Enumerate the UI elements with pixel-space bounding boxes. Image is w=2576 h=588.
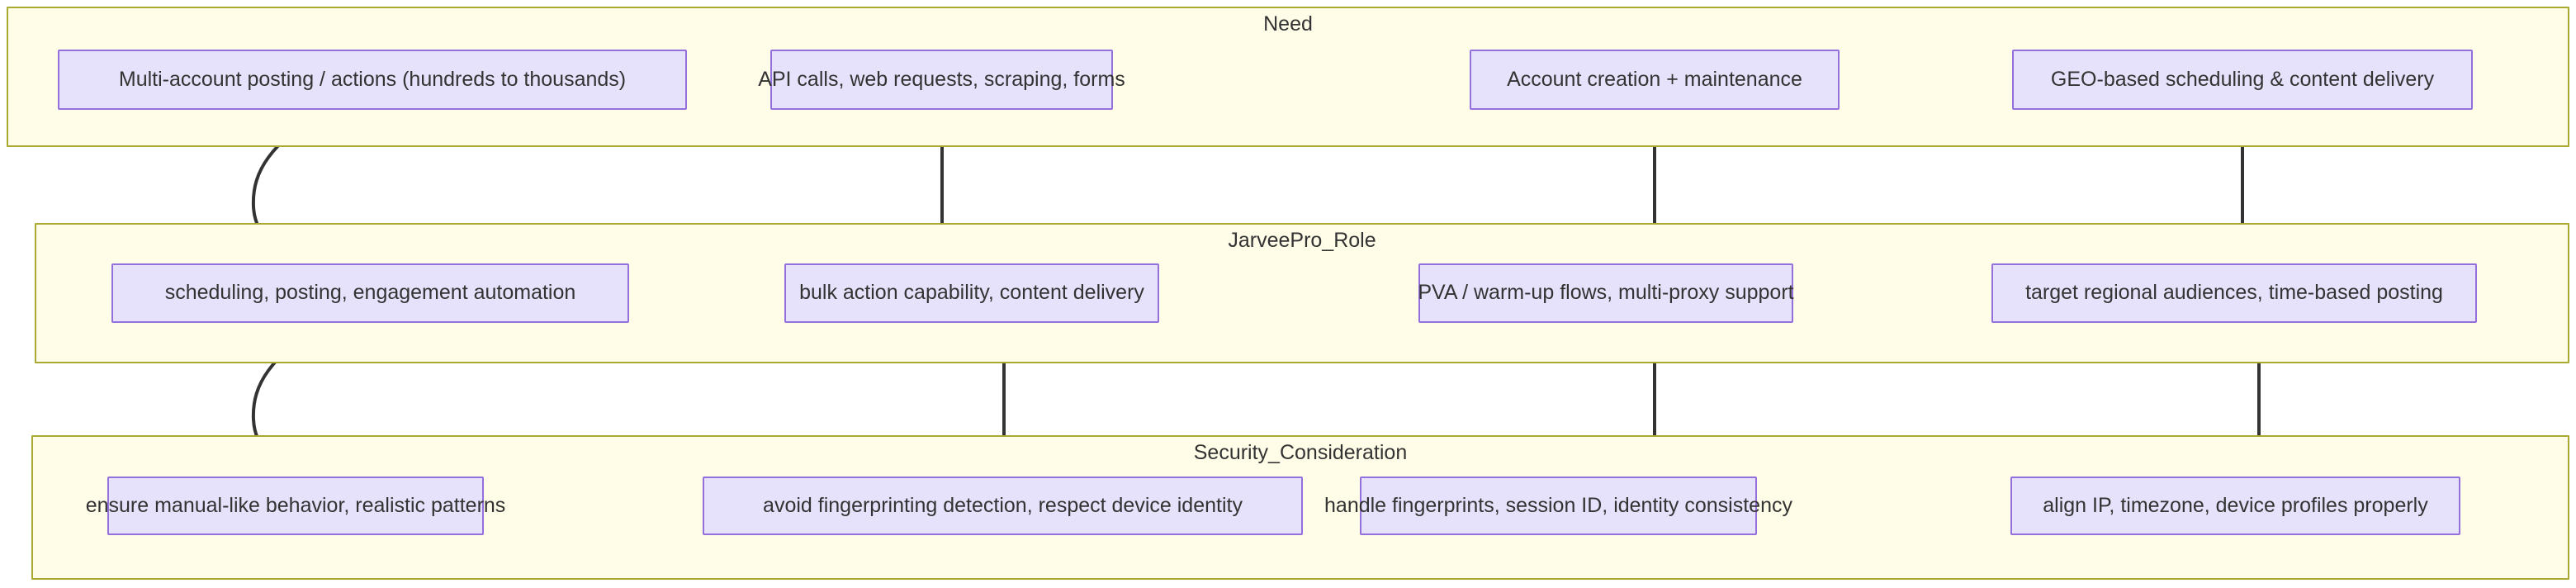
node-need-geo-based-scheduling[interactable]: GEO-based scheduling & content delivery [2012,50,2473,110]
node-role-target-regional-audiences[interactable]: target regional audiences, time-based po… [1991,263,2477,323]
node-need-multi-account-posting[interactable]: Multi-account posting / actions (hundred… [58,50,687,110]
node-security-manual-like-behavior[interactable]: ensure manual-like behavior, realistic p… [86,477,505,535]
node-role-pva-warmup-flows[interactable]: PVA / warm-up flows, multi-proxy support [1418,263,1794,323]
node-security-align-ip-timezone[interactable]: align IP, timezone, device profiles prop… [2010,477,2460,535]
node-security-avoid-fingerprinting[interactable]: avoid fingerprinting detection, respect … [703,477,1303,535]
subgraph-jarveepro-role-label: JarveePro_Role [1228,229,1376,252]
node-security-handle-fingerprints[interactable]: handle fingerprints, session ID, identit… [1324,477,1792,535]
node-need-api-calls[interactable]: API calls, web requests, scraping, forms [758,50,1125,110]
node-role-scheduling-posting-engagement[interactable]: scheduling, posting, engagement automati… [111,263,629,323]
node-need-account-creation[interactable]: Account creation + maintenance [1470,50,1840,110]
subgraph-need-label: Need [1263,12,1313,36]
node-role-bulk-action-capability[interactable]: bulk action capability, content delivery [784,263,1159,323]
subgraph-security-consideration-label: Security_Consideration [1193,441,1408,464]
